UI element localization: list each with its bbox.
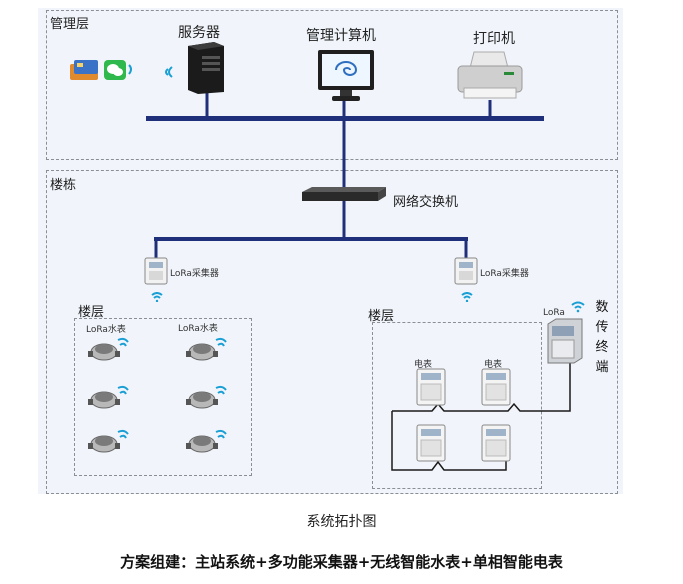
- water-meter-icon: [186, 384, 236, 416]
- solution-summary: 方案组建：主站系统+多功能采集器+无线智能水表+单相智能电表: [120, 553, 563, 571]
- signal-icon-terminal: [570, 298, 586, 317]
- terminal-char: 数: [595, 300, 609, 315]
- electric-meter-icon: [416, 424, 446, 466]
- collector-right-label: LoRa采集器: [480, 269, 529, 279]
- wireless-signal-icon: [126, 62, 142, 82]
- building-label: 楼栋: [50, 178, 77, 193]
- electric-meter-icon: [416, 368, 446, 410]
- water-meter-icon: [186, 336, 236, 368]
- printer-label: 打印机: [473, 31, 515, 47]
- printer-icon: [454, 50, 526, 106]
- monitor-icon: [316, 48, 376, 108]
- water-meter-icon: [88, 384, 138, 416]
- network-switch-icon: [298, 186, 388, 208]
- electric-meter-label-1: 电表: [414, 360, 433, 370]
- water-meter-icon: [88, 428, 138, 460]
- electric-meter-label-2: 电表: [484, 360, 503, 370]
- collector-right-icon: [454, 257, 478, 289]
- water-meter-label-1: LoRa水表: [86, 325, 126, 335]
- building-box: [46, 170, 618, 494]
- electric-meter-icon: [481, 424, 511, 466]
- management-layer-label: 管理层: [50, 17, 90, 32]
- water-meter-icon: [88, 336, 138, 368]
- floor-left-box: [74, 318, 252, 476]
- terminal-char: 端: [595, 360, 609, 375]
- floor-right-box: [372, 322, 542, 489]
- signal-icon-collector-left: [150, 287, 164, 306]
- data-terminal-icon: [546, 318, 584, 368]
- wechat-icon: [104, 60, 126, 84]
- collector-left-label: LoRa采集器: [170, 269, 219, 279]
- electric-meter-icon: [481, 368, 511, 410]
- terminal-char: 传: [595, 320, 609, 335]
- signal-icon-collector-right: [460, 287, 474, 306]
- water-meter-icon: [186, 428, 236, 460]
- pc-label: 管理计算机: [306, 28, 376, 44]
- floor-right-label: 楼层: [368, 309, 395, 324]
- signal-icon-server: [160, 64, 176, 83]
- switch-label: 网络交换机: [393, 195, 459, 210]
- server-label: 服务器: [178, 25, 220, 41]
- floor-left-label: 楼层: [78, 305, 105, 320]
- diagram-caption: 系统拓扑图: [306, 514, 377, 530]
- terminal-label: LoRa: [543, 308, 565, 318]
- server-icon: [184, 40, 228, 98]
- terminal-char: 终: [595, 340, 609, 355]
- collector-left-icon: [144, 257, 168, 289]
- card-icon: [68, 58, 102, 86]
- management-layer-box: [46, 10, 618, 160]
- water-meter-label-2: LoRa水表: [178, 324, 218, 334]
